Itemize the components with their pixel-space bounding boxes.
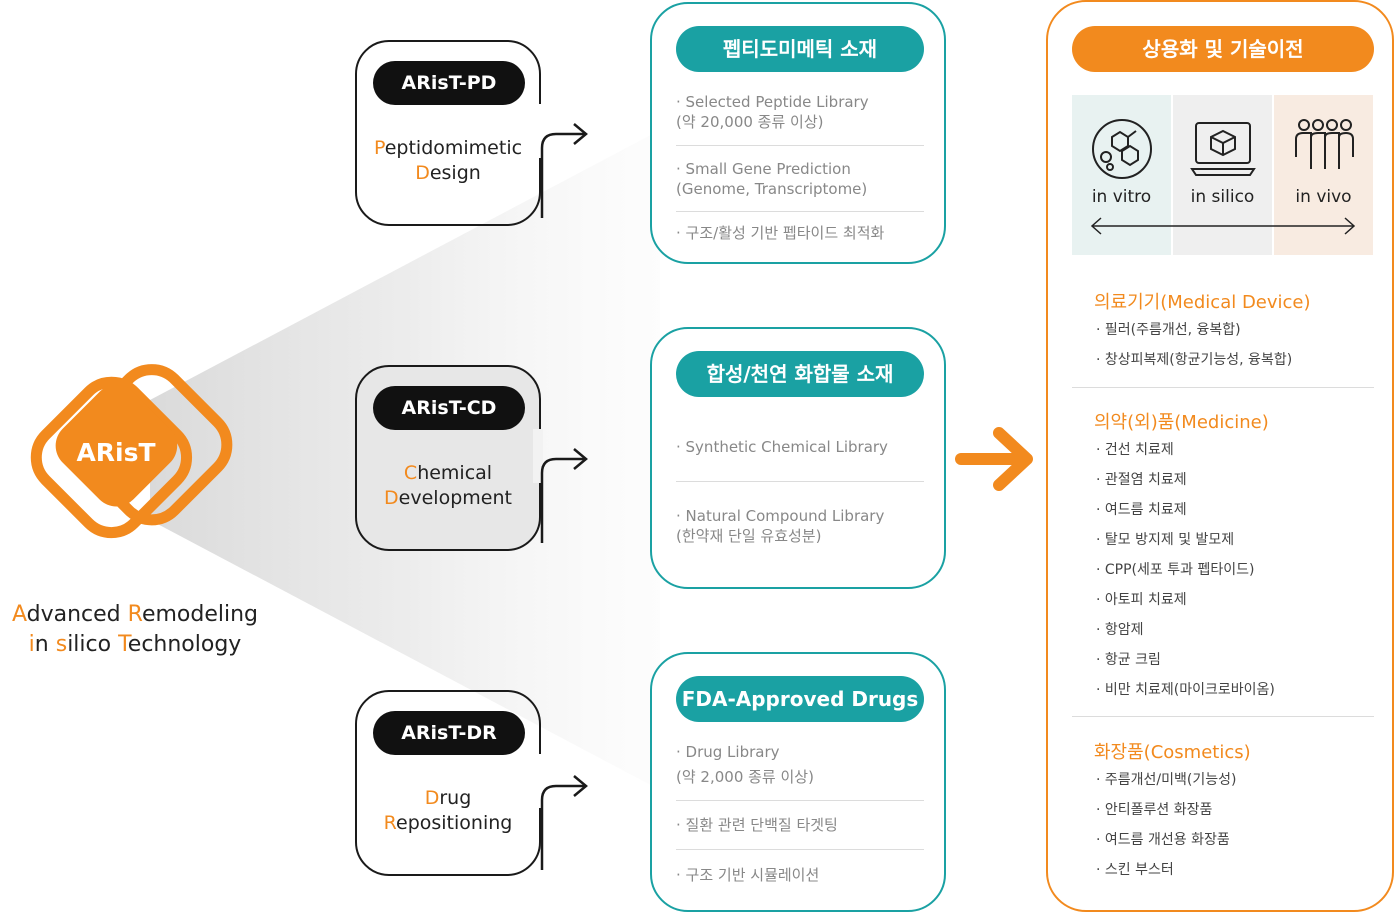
module-title: Chemical Development [384, 462, 512, 509]
material-title: 펩티도미메틱 소재 [676, 26, 924, 72]
category-item: · 항암제 [1096, 622, 1144, 638]
divider [676, 211, 924, 212]
tagline-fragment: n [34, 632, 56, 657]
logo-tagline-1: Advanced Remodeling [0, 600, 270, 630]
material-item: · Natural Compound Library(한약재 단일 유효성분) [676, 507, 885, 545]
module-badge: ARisT-CD [373, 386, 525, 430]
tagline-fragment: i [28, 632, 35, 657]
logo-badge-text: ARisT [76, 438, 156, 467]
laptop-cube-icon [1190, 122, 1256, 176]
material-item: · Small Gene Prediction(Genome, Transcri… [676, 160, 868, 198]
material-box-chemical: 합성/천연 화합물 소재 · Synthetic Chemical Librar… [650, 327, 946, 589]
material-item: · Drug Library(약 2,000 종류 이상) [676, 743, 814, 786]
tagline-fragment: echnology [127, 632, 242, 657]
divider [676, 849, 924, 850]
category-item: · 관절염 치료제 [1096, 472, 1187, 488]
category-item: · 주름개선/미백(기능성) [1096, 772, 1237, 788]
model-in-vitro: in vitro [1072, 95, 1171, 255]
module-arist-pd: ARisT-PD Peptidomimetic Design [355, 40, 543, 226]
tagline-fragment: s [55, 632, 68, 657]
material-title: 합성/천연 화합물 소재 [676, 351, 924, 397]
category-item: · 여드름 치료제 [1096, 502, 1187, 518]
tagline-fragment: ilico [67, 632, 119, 657]
material-item: · 구조 기반 시뮬레이션 [676, 866, 820, 884]
material-item: · 구조/활성 기반 펩타이드 최적화 [676, 224, 885, 242]
category-item: · 필러(주름개선, 융복합) [1096, 322, 1241, 338]
people-icon [1295, 119, 1354, 169]
arrow-pd-icon [540, 123, 588, 218]
module-badge: ARisT-DR [373, 711, 525, 755]
category-item: · 아토피 치료제 [1096, 592, 1187, 608]
material-box-peptidomimetic: 펩티도미메틱 소재 · Selected Peptide Library(약 2… [650, 2, 946, 264]
logo-tagline-2: in silico Technology [10, 630, 260, 660]
category-title-medical-device: 의료기기(Medical Device) [1094, 292, 1311, 313]
category-title-cosmetics: 화장품(Cosmetics) [1094, 742, 1251, 763]
divider [676, 145, 924, 146]
divider [676, 481, 924, 482]
material-item: · Selected Peptide Library(약 20,000 종류 이… [676, 93, 869, 131]
panel-title: 상용화 및 기술이전 [1072, 26, 1374, 72]
category-item: · 스킨 부스터 [1096, 862, 1174, 878]
tagline-fragment: emodeling [141, 602, 259, 627]
material-title: FDA-Approved Drugs [676, 676, 924, 722]
model-label: in silico [1190, 187, 1255, 207]
category-title-medicine: 의약(외)품(Medicine) [1094, 412, 1269, 433]
double-arrow-icon [1090, 217, 1356, 235]
model-label: in vitro [1091, 187, 1152, 207]
category-item: · 안티폴루션 화장품 [1096, 802, 1213, 818]
category-item: · 비만 치료제(마이크로바이옴) [1096, 682, 1275, 698]
commercialization-panel: 상용화 및 기술이전 in vitro in silico in vivo [1046, 0, 1394, 912]
orange-arrow-icon [955, 427, 1033, 491]
module-title: Drug Repositioning [383, 787, 513, 834]
molecule-icon [1092, 119, 1152, 179]
divider [676, 800, 924, 801]
category-item: · 건선 치료제 [1096, 442, 1174, 458]
tagline-fragment: T [118, 632, 128, 657]
material-box-fda-drugs: FDA-Approved Drugs · Drug Library(약 2,00… [650, 652, 946, 912]
material-item: · Synthetic Chemical Library [676, 438, 888, 456]
divider [1072, 387, 1374, 388]
category-item: · 항균 크림 [1096, 652, 1161, 668]
arrow-dr-icon [540, 775, 588, 870]
category-item: · CPP(세포 투과 펩타이드) [1096, 562, 1255, 578]
tagline-fragment: R [127, 602, 142, 627]
module-title: Peptidomimetic Design [373, 137, 523, 184]
model-in-vivo: in vivo [1274, 95, 1373, 255]
divider [1072, 716, 1374, 717]
category-item: · 창상피복제(항균기능성, 융복합) [1096, 352, 1293, 368]
module-arist-dr: ARisT-DR Drug Repositioning [355, 690, 543, 876]
model-in-silico: in silico [1173, 95, 1272, 255]
arist-logo [30, 364, 233, 539]
module-badge: ARisT-PD [373, 61, 525, 105]
tagline-fragment: A [11, 602, 27, 627]
model-label: in vivo [1295, 187, 1352, 207]
tagline-fragment: dvanced [26, 602, 128, 627]
arrow-cd-icon [540, 448, 588, 543]
category-item: · 탈모 방지제 및 발모제 [1096, 532, 1235, 548]
material-item: · 질환 관련 단백질 타겟팅 [676, 816, 838, 834]
category-item: · 여드름 개선용 화장품 [1096, 832, 1230, 848]
module-arist-cd: ARisT-CD Chemical Development [355, 365, 543, 551]
